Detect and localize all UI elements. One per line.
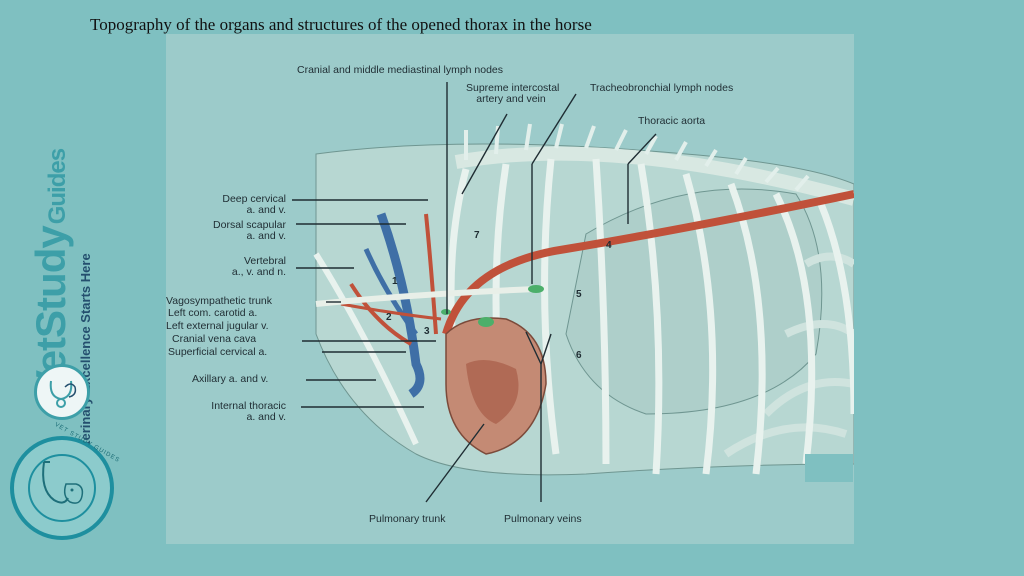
region-number-3: 3 [424, 326, 430, 337]
label-dorsal-scapular: Dorsal scapular a. and v. [186, 220, 286, 242]
brand-logo-icon [34, 364, 90, 420]
label-left-external-jugular: Left external jugular v. [166, 320, 269, 332]
label-supreme-intercostal: Supreme intercostal artery and vein [466, 82, 560, 105]
region-number-7: 7 [474, 230, 480, 241]
label-tracheobronchial-lymph-nodes: Tracheobronchial lymph nodes [590, 82, 734, 94]
label-supreme-intercostal-line2: artery and vein [476, 93, 546, 105]
region-number-2: 2 [386, 312, 392, 323]
label-internal-thoracic-line1: Internal thoracic [211, 400, 286, 412]
region-number-4: 4 [606, 240, 612, 251]
label-pulmonary-trunk: Pulmonary trunk [369, 513, 446, 525]
label-vertebral-line1: Vertebral [243, 255, 286, 267]
label-vertebral: Vertebral a., v. and n. [186, 256, 286, 278]
label-deep-cervical: Deep cervical a. and v. [186, 194, 286, 216]
label-dorsal-scapular-line2: a. and v. [246, 230, 287, 242]
label-internal-thoracic-line2: a. and v. [246, 411, 287, 423]
label-supreme-intercostal-line1: Supreme intercostal [466, 82, 560, 94]
figure-corner-tab [805, 454, 853, 482]
anatomy-figure: Cranial and middle mediastinal lymph nod… [166, 34, 854, 544]
label-vertebral-line2: a., v. and n. [231, 266, 286, 278]
label-dorsal-scapular-line1: Dorsal scapular [213, 219, 286, 231]
label-axillary: Axillary a. and v. [192, 373, 269, 385]
badge-logo [10, 436, 114, 540]
label-cranial-middle-mediastinal-lymph-nodes: Cranial and middle mediastinal lymph nod… [297, 64, 504, 76]
brand-tagline: Veterinary Excellence Starts Here [78, 253, 93, 460]
label-thoracic-aorta: Thoracic aorta [638, 115, 706, 127]
label-left-com-carotid: Left com. carotid a. [168, 307, 258, 319]
thorax-illustration [292, 82, 854, 503]
region-number-6: 6 [576, 350, 582, 361]
brand-wordmark: VetStudyGuides Veterinary Excellence Sta… [27, 108, 93, 460]
brand-name: VetStudyGuides [27, 148, 74, 398]
brand-name-suffix: Guides [44, 148, 71, 225]
region-number-5: 5 [576, 289, 582, 300]
label-vagosympathetic-trunk: Vagosympathetic trunk [166, 295, 273, 307]
badge-inner-ring [28, 454, 96, 522]
label-superficial-cervical: Superficial cervical a. [168, 346, 268, 358]
label-internal-thoracic: Internal thoracic a. and v. [186, 401, 286, 423]
slide-title: Topography of the organs and structures … [90, 15, 592, 34]
label-deep-cervical-line1: Deep cervical [222, 193, 286, 205]
label-deep-cervical-line2: a. and v. [246, 204, 287, 216]
label-pulmonary-veins: Pulmonary veins [504, 513, 582, 525]
stethoscope-icon [42, 461, 84, 504]
label-cranial-vena-cava: Cranial vena cava [172, 333, 257, 345]
region-number-1: 1 [392, 276, 398, 287]
